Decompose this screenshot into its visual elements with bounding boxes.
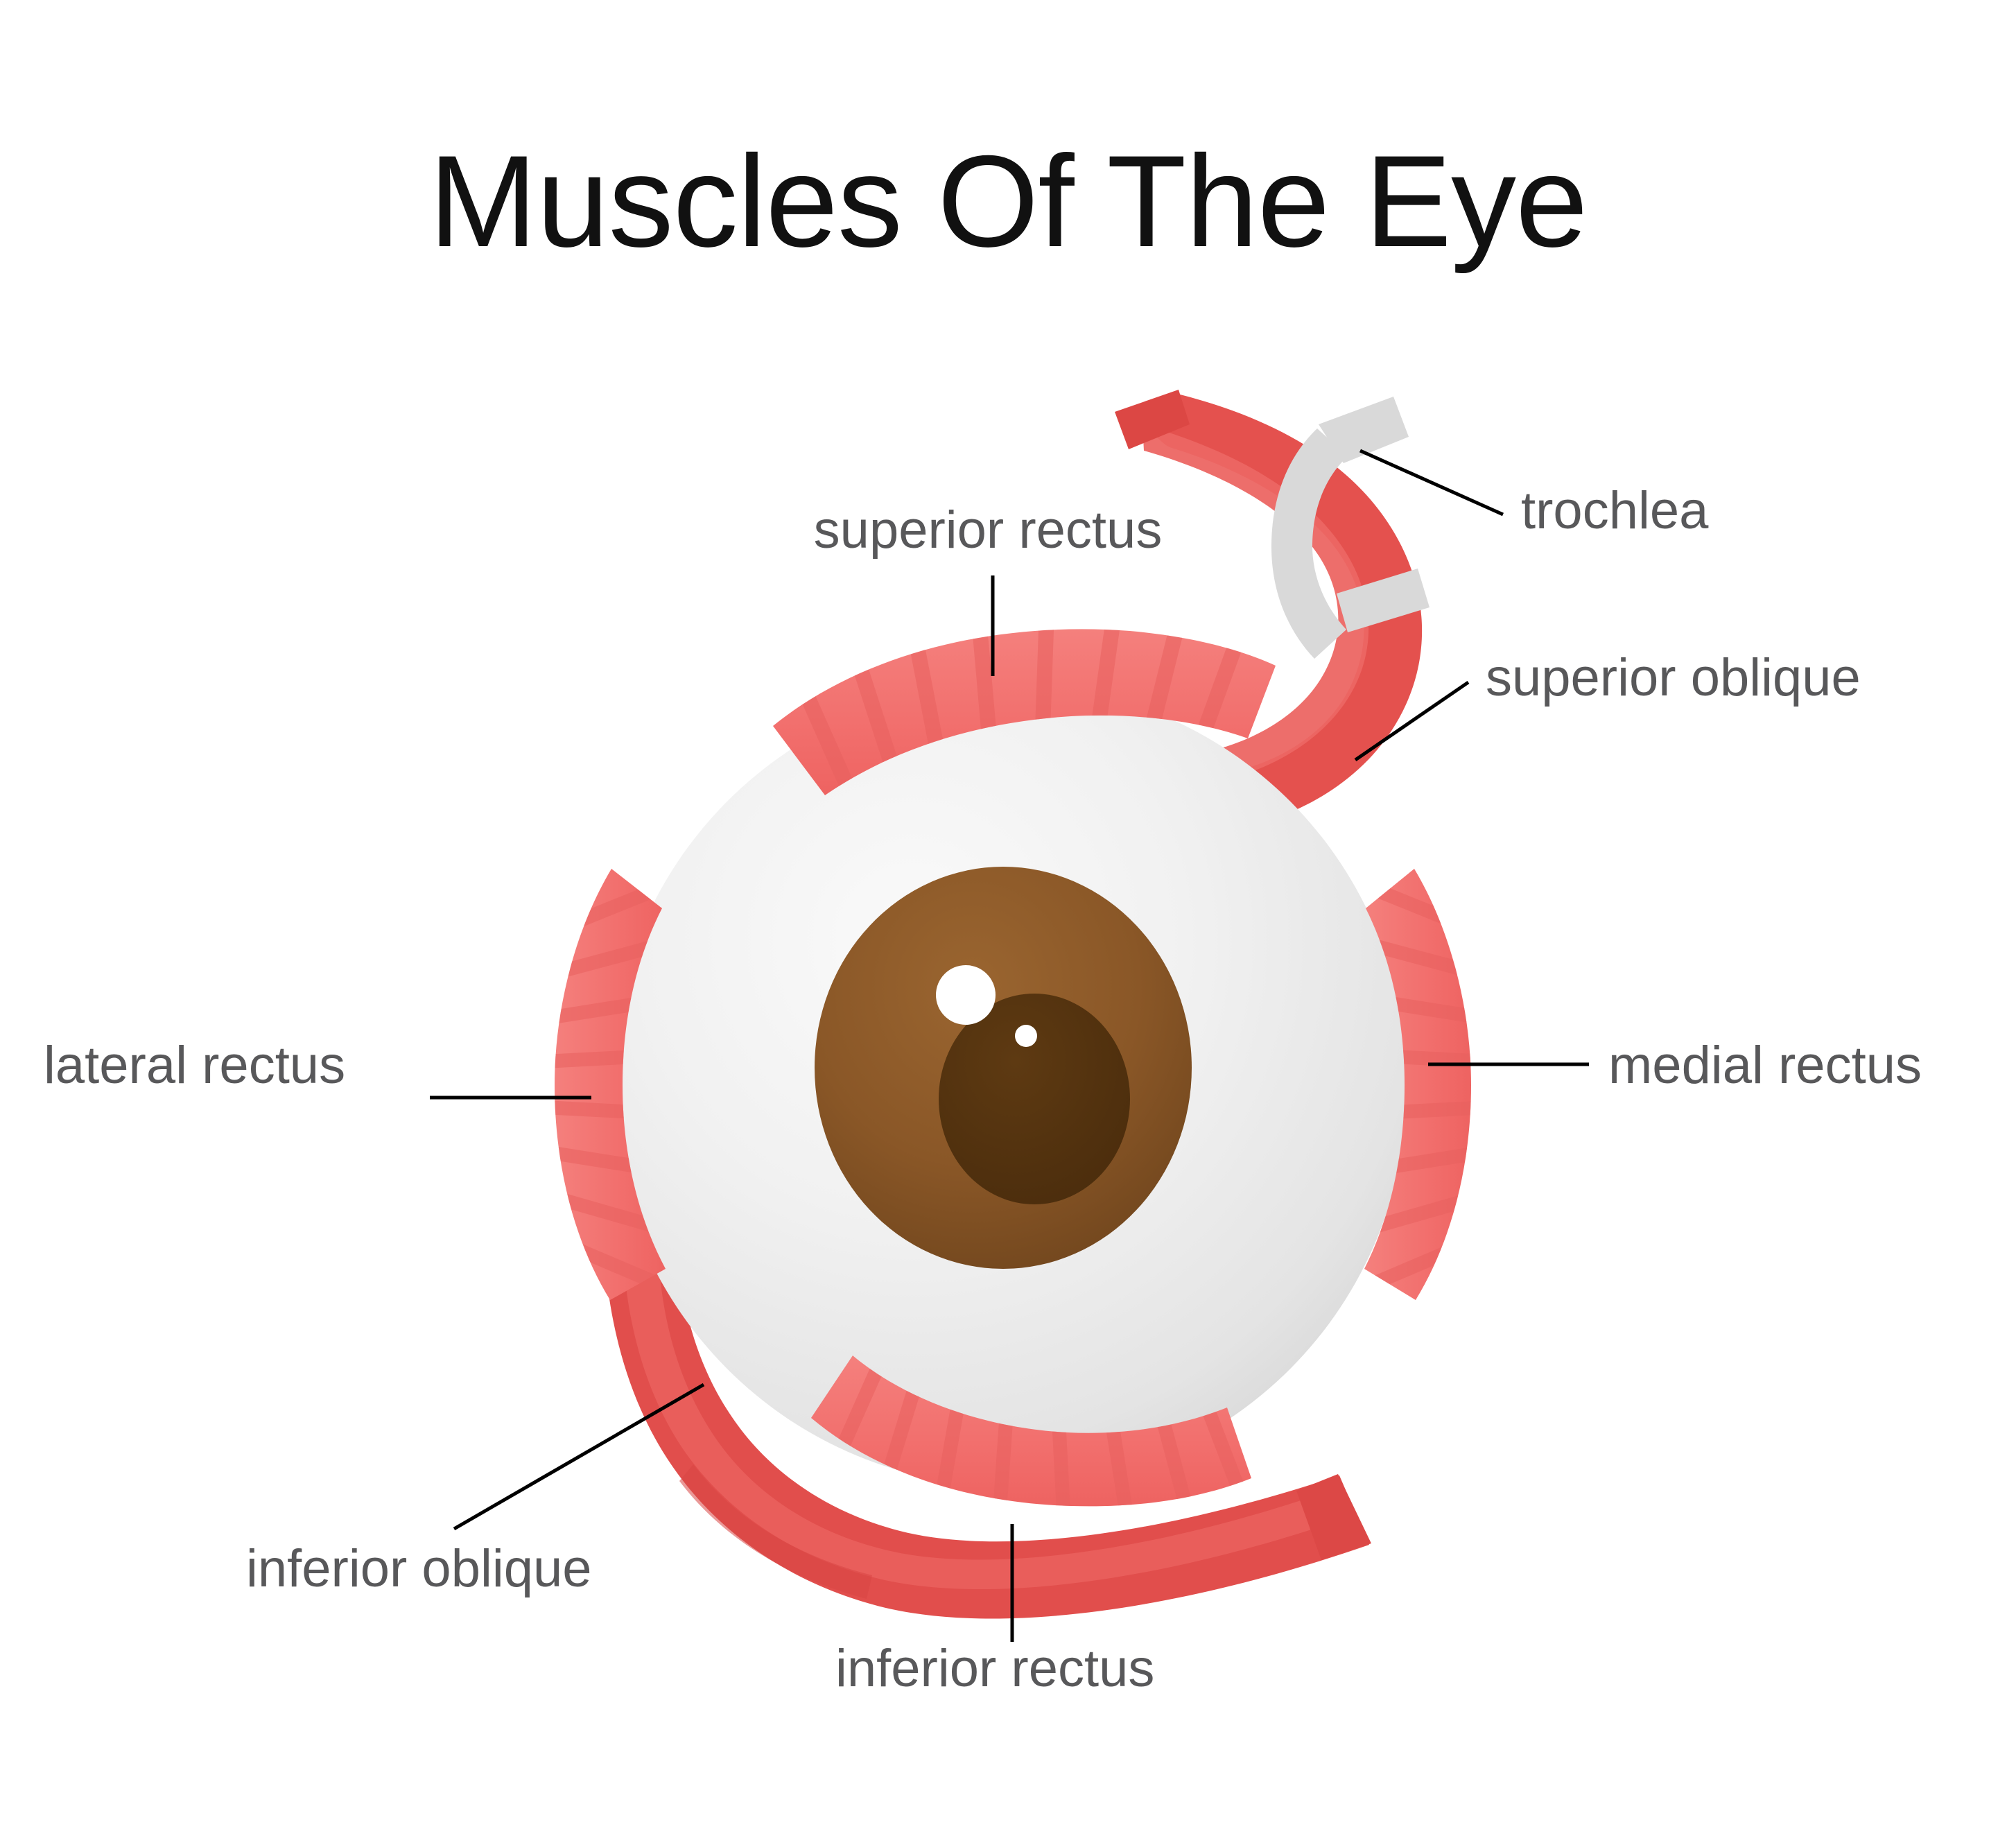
inferior-oblique-cut-end [1296, 1474, 1371, 1560]
leader-lines [430, 449, 1589, 1642]
medial-rectus-body [1364, 869, 1471, 1300]
label-medial-rectus: medial rectus [1608, 1036, 1922, 1095]
leader-inferior-oblique [453, 1383, 705, 1531]
pupil [939, 994, 1130, 1204]
inferior-rectus-body [811, 1356, 1251, 1507]
specular-highlight-small [1015, 1025, 1037, 1047]
trochlea-lower-arm [1337, 569, 1430, 632]
trochlea-shaft [1271, 428, 1348, 659]
page-title: Muscles Of The Eye [428, 128, 1587, 274]
trochlea [1271, 397, 1430, 659]
label-trochlea: trochlea [1521, 481, 1709, 540]
leader-trochlea [1359, 449, 1504, 517]
lateral-rectus-body [555, 869, 666, 1300]
superior-oblique-band [1129, 393, 1423, 835]
inferior-oblique-muscle [605, 1241, 1371, 1619]
label-inferior-oblique: inferior oblique [246, 1539, 592, 1598]
superior-rectus-body [773, 629, 1276, 795]
label-inferior-rectus: inferior rectus [835, 1639, 1154, 1698]
label-superior-oblique: superior oblique [1486, 648, 1861, 707]
leader-superior-oblique [1354, 680, 1470, 762]
specular-highlight-large [936, 965, 996, 1025]
trochlea-upper-arm [1319, 397, 1409, 463]
label-superior-rectus: superior rectus [814, 501, 1163, 560]
inferior-oblique-stripe [679, 1464, 872, 1599]
label-lateral-rectus: lateral rectus [44, 1036, 345, 1095]
superior-oblique-cut-end [1115, 390, 1190, 449]
